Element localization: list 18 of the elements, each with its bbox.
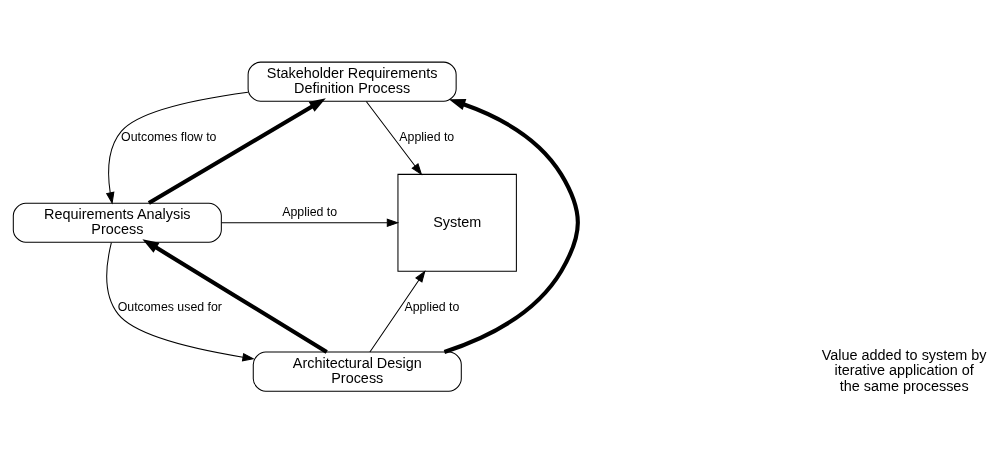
arrow xyxy=(106,242,255,362)
node-box: Architectural Design Process xyxy=(252,351,462,392)
arrow xyxy=(221,218,400,228)
node-box: System xyxy=(397,173,517,272)
arrow xyxy=(369,270,426,353)
edge-label: Applied to xyxy=(399,130,455,145)
arrow xyxy=(147,98,326,205)
arrow xyxy=(142,239,328,354)
node-box: Stakeholder Requirements Definition Process xyxy=(247,61,457,102)
edge-label: Outcomes flow to xyxy=(121,130,217,145)
edge-label: Applied to xyxy=(282,205,338,220)
arrow xyxy=(105,91,249,205)
edge-label: Outcomes used for xyxy=(117,299,222,314)
arrow xyxy=(365,100,423,176)
label: Value added to system by iterative application of the same processes xyxy=(821,346,987,394)
edge-label: Applied to xyxy=(404,299,460,314)
node-box: Requirements Analysis Process xyxy=(12,202,222,243)
arrow xyxy=(443,99,580,354)
